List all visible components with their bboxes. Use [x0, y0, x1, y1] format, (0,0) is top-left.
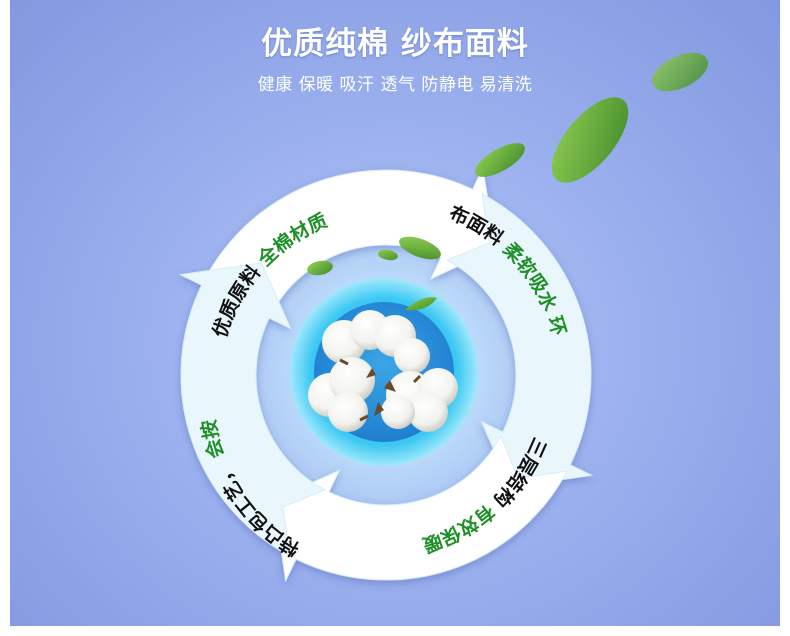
page-title: 优质纯棉 纱布面料 — [261, 26, 529, 62]
leaf-icon — [399, 236, 441, 260]
cycle-segment-2 — [445, 193, 594, 488]
leaf-icon — [551, 97, 629, 183]
leaf-icon — [651, 52, 709, 92]
page-subtitle: 健康 保暖 吸汗 透气 防静电 易清洗 — [257, 75, 533, 95]
cotton-boll-image — [308, 297, 458, 432]
leaf-icon — [378, 249, 398, 261]
leaf-icon — [475, 143, 525, 177]
cycle-segment-3 — [273, 434, 568, 583]
cycle-segment-4 — [178, 262, 327, 557]
leaf-icon — [307, 260, 333, 276]
